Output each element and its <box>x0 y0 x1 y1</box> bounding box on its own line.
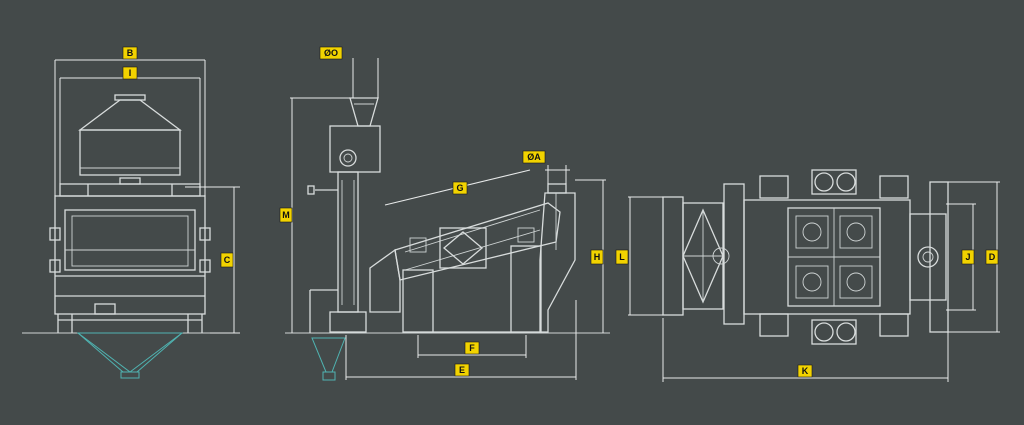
svg-text:D: D <box>989 252 996 262</box>
svg-text:E: E <box>459 365 465 375</box>
svg-text:C: C <box>224 255 231 265</box>
dimension-label-OA: ØA <box>522 150 546 164</box>
dimension-label-C: C <box>220 252 234 268</box>
svg-text:I: I <box>129 68 132 78</box>
svg-text:F: F <box>469 343 475 353</box>
svg-text:ØA: ØA <box>527 152 541 162</box>
dimension-label-B: B <box>122 46 138 60</box>
top-view <box>628 169 1000 382</box>
svg-text:G: G <box>456 183 463 193</box>
front-view <box>22 59 240 379</box>
svg-text:ØO: ØO <box>324 48 338 58</box>
dimension-label-E: E <box>454 363 470 377</box>
svg-text:L: L <box>619 252 625 262</box>
dimension-label-D: D <box>985 249 999 265</box>
dimension-label-M: M <box>279 207 293 223</box>
svg-text:J: J <box>965 252 970 262</box>
side-view <box>285 58 610 381</box>
dimension-label-K: K <box>797 364 813 378</box>
dimension-label-F: F <box>464 341 480 355</box>
dimension-label-I: I <box>122 66 138 80</box>
dimension-label-L: L <box>615 249 629 265</box>
dimension-label-OO: ØO <box>319 46 343 60</box>
dimension-label-H: H <box>590 249 604 265</box>
svg-text:M: M <box>282 210 290 220</box>
svg-text:B: B <box>127 48 134 58</box>
dimension-label-G: G <box>452 181 468 195</box>
dimension-label-J: J <box>961 249 975 265</box>
svg-text:H: H <box>594 252 601 262</box>
svg-text:K: K <box>802 366 809 376</box>
